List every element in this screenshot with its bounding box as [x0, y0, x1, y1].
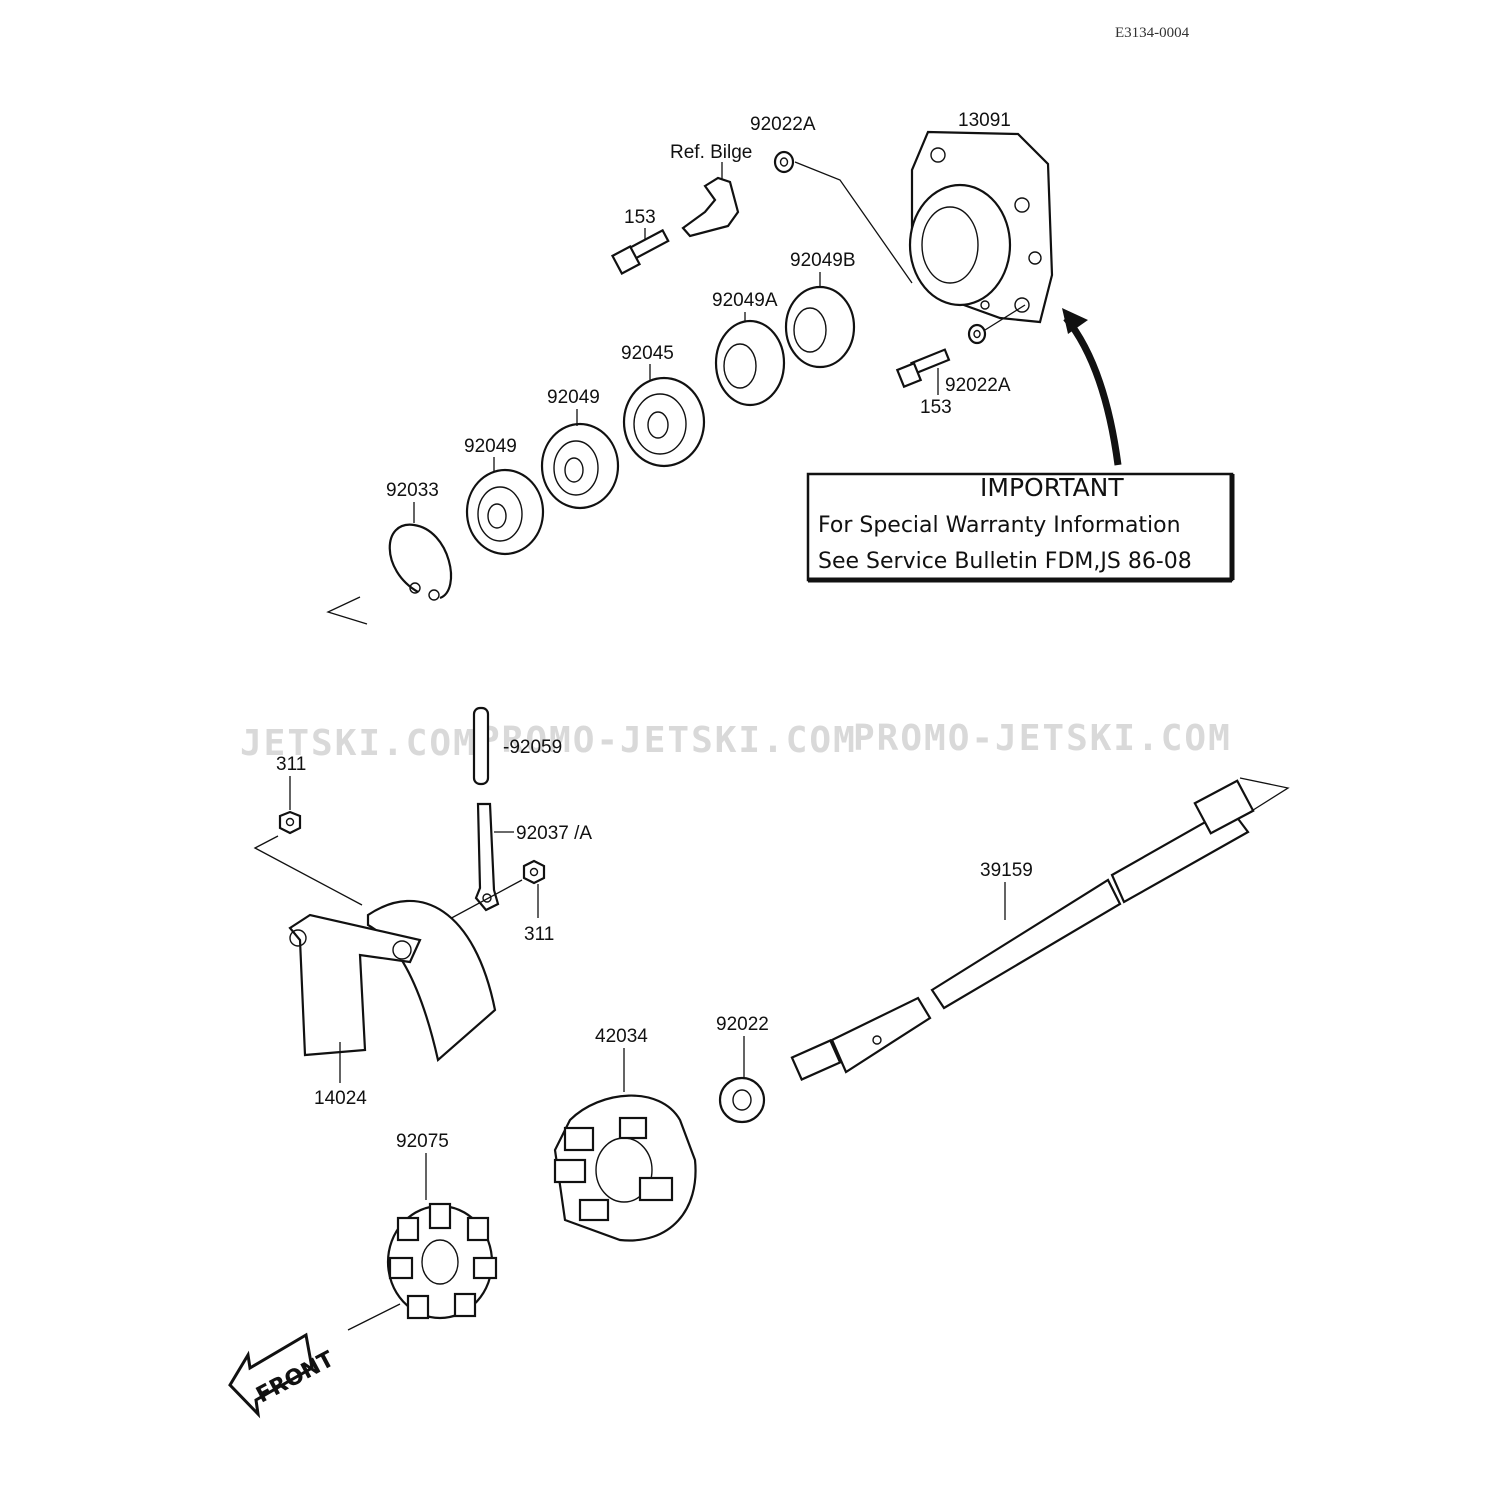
important-line-2: See Service Bulletin FDM,JS 86-08 — [818, 549, 1192, 574]
label-92022a-bottom: 92022A — [945, 375, 1011, 396]
cover-14024 — [288, 899, 497, 1063]
damper-92075 — [386, 1202, 498, 1320]
label-311-left: 311 — [276, 754, 306, 775]
label-153-top: 153 — [624, 207, 656, 228]
watermark-2: PROMO-JETSKI.COM — [478, 720, 857, 761]
label-92033: 92033 — [386, 480, 439, 501]
nut-311-right — [522, 859, 546, 885]
label-92059: -92059 — [503, 737, 562, 758]
label-92022: 92022 — [716, 1014, 769, 1035]
shaft-39159 — [790, 779, 1255, 1081]
label-92045: 92045 — [621, 343, 674, 364]
label-92075: 92075 — [396, 1131, 449, 1152]
bearing-92049-right — [540, 422, 620, 510]
bolt-153-bottom — [895, 348, 951, 389]
label-42034: 42034 — [595, 1026, 648, 1047]
watermark-1: JETSKI.COM — [240, 723, 477, 764]
pin-92059 — [472, 706, 490, 786]
washer-92022a-top — [773, 150, 795, 174]
important-title: IMPORTANT — [980, 473, 1124, 502]
important-notice-box: IMPORTANT For Special Warranty Informati… — [806, 472, 1235, 583]
front-arrow: FRONT — [228, 1332, 338, 1419]
label-14024: 14024 — [314, 1088, 367, 1109]
bearing-92045 — [622, 376, 706, 468]
label-311-right: 311 — [524, 924, 554, 945]
document-code: E3134-0004 — [1115, 25, 1190, 41]
label-92049-left: 92049 — [464, 436, 517, 457]
bearing-92049-left — [465, 468, 545, 556]
lever-92037a — [474, 802, 500, 912]
label-92037a: 92037 /A — [516, 823, 592, 844]
washer-92022a-bottom — [967, 323, 987, 345]
seal-92049a — [714, 319, 786, 407]
bilge-bracket — [681, 176, 740, 238]
label-92049a: 92049A — [712, 290, 778, 311]
label-92022a-top: 92022A — [750, 114, 816, 135]
coupling-42034 — [553, 1094, 697, 1242]
housing-13091 — [908, 130, 1054, 324]
label-ref-bilge: Ref. Bilge — [670, 142, 752, 163]
label-153-bottom: 153 — [920, 397, 952, 418]
watermark-3: PROMO-JETSKI.COM — [853, 718, 1232, 759]
bolt-153-top — [610, 228, 670, 276]
circlip-92033 — [388, 523, 453, 601]
important-line-1: For Special Warranty Information — [818, 513, 1181, 538]
label-39159: 39159 — [980, 860, 1033, 881]
label-13091: 13091 — [958, 110, 1011, 131]
label-92049-right: 92049 — [547, 387, 600, 408]
seal-92049b — [784, 285, 856, 369]
pointer-arrow — [1062, 308, 1122, 466]
washer-92022 — [718, 1076, 766, 1124]
label-92049b: 92049B — [790, 250, 856, 271]
nut-311-left — [278, 810, 302, 835]
